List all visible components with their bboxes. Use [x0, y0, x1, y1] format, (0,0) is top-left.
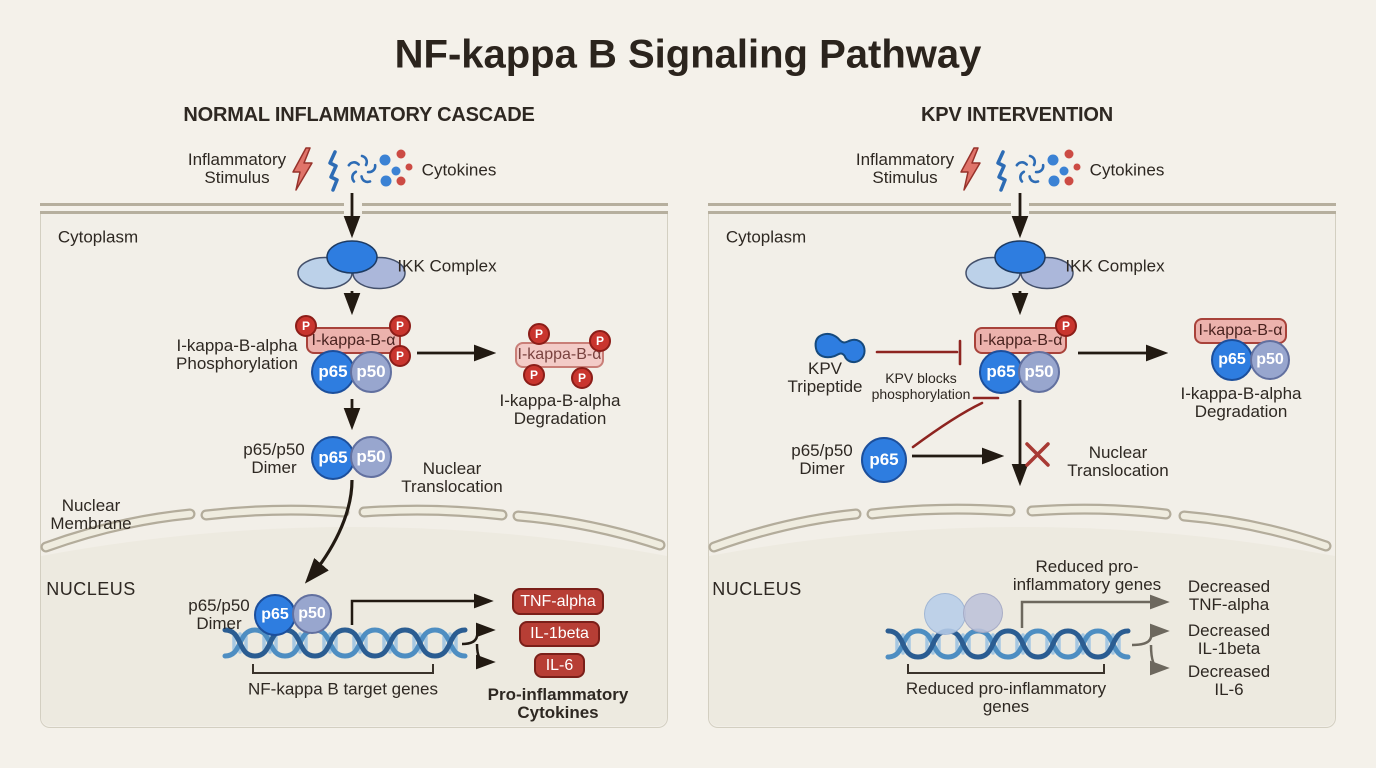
cell-membrane-line	[1029, 211, 1336, 214]
cytoplasm-label: Cytoplasm	[725, 227, 807, 247]
cytokines-label: Cytokines	[1089, 160, 1165, 180]
cell-membrane-line	[362, 211, 668, 214]
cytokine-dots-icon	[379, 149, 413, 187]
dimer-label: p65/p50 Dimer	[243, 440, 305, 477]
kpv-inhibition-lines	[875, 339, 1000, 449]
nuclear-membrane-label: Nuclear Membrane	[50, 496, 132, 533]
il-1beta-box: IL-1beta	[519, 621, 600, 647]
phospho-p-badge: P	[295, 315, 317, 337]
zigzag-stress-icon	[996, 150, 1007, 192]
tnf-alpha-box: TNF-alpha	[512, 588, 604, 615]
left-nucleus-region	[41, 527, 667, 726]
target-genes-label: NF-kappa B target genes	[248, 679, 438, 699]
nuclear-translocation-label: Nuclear Translocation	[1067, 443, 1169, 480]
p65-subunit: p65	[979, 350, 1023, 394]
target-genes-bracket	[252, 664, 434, 674]
decreased-tnf-label: Decreased TNF-alpha	[1187, 577, 1271, 614]
left-nuclear-membrane	[40, 504, 666, 553]
reduced-genes-bracket	[907, 664, 1105, 674]
phosphorylation-label: I-kappa-B-alpha Phosphorylation	[176, 336, 298, 373]
degradation-label: I-kappa-B-alpha Degradation	[499, 391, 621, 428]
degradation-label: I-kappa-B-alpha Degradation	[1180, 384, 1302, 421]
right-nuclear-membrane	[708, 503, 1332, 553]
ikb-alpha-box: I-kappa-B-α	[306, 327, 401, 354]
phospho-p-badge: P	[389, 345, 411, 367]
pro-inflammatory-cytokines-label: Pro-inflammatory Cytokines	[487, 685, 629, 722]
ikk-complex-label: IKK Complex	[397, 256, 497, 276]
p50-subunit: p50	[350, 351, 392, 393]
kpv-tripeptide-shape	[814, 332, 866, 364]
faded-p50-circle	[963, 593, 1003, 633]
ikk-complex-shape	[297, 240, 406, 290]
burst-icon	[347, 154, 377, 184]
phospho-p-badge: P	[389, 315, 411, 337]
cell-membrane-line	[40, 211, 344, 214]
cell-membrane-line	[1029, 203, 1336, 206]
cell-membrane-line	[708, 211, 1011, 214]
ikk-complex-shape	[965, 240, 1074, 290]
ikb-alpha-box: I-kappa-B-α	[974, 327, 1067, 354]
decreased-il1beta-label: Decreased IL-1beta	[1187, 621, 1271, 658]
p65-subunit: p65	[861, 437, 907, 483]
p65-subunit: p65	[311, 436, 355, 480]
p65-subunit: p65	[1211, 339, 1253, 381]
nuclear-dimer-label: p65/p50 Dimer	[188, 596, 250, 633]
left-panel-header: NORMAL INFLAMMATORY CASCADE	[183, 104, 535, 126]
faded-p65-circle	[924, 593, 966, 635]
p50-subunit: p50	[1250, 340, 1290, 380]
left-arrows	[304, 193, 497, 670]
lightning-bolt-icon	[292, 147, 313, 191]
cell-membrane-line	[40, 203, 344, 206]
p50-subunit: p50	[292, 594, 332, 634]
dimer-label: p65/p50 Dimer	[791, 441, 853, 478]
inflammatory-stimulus-label: Inflammatory Stimulus	[187, 150, 287, 187]
blocked-x-icon	[1025, 442, 1050, 467]
zigzag-stress-icon	[328, 150, 339, 192]
ikk-complex-label: IKK Complex	[1065, 256, 1165, 276]
cytokine-dots-icon	[1047, 149, 1081, 187]
cell-membrane-line	[362, 203, 668, 206]
cytoplasm-label: Cytoplasm	[57, 227, 139, 247]
inflammatory-stimulus-label: Inflammatory Stimulus	[855, 150, 955, 187]
right-panel-header: KPV INTERVENTION	[920, 104, 1114, 126]
right-arrows	[912, 193, 1169, 487]
reduced-genes-bottom-label: Reduced pro-inflammatory genes	[905, 679, 1107, 716]
kpv-blocks-label: KPV blocks phosphorylation	[871, 370, 971, 402]
p65-subunit: p65	[311, 350, 355, 394]
reduced-genes-top-label: Reduced pro- inflammatory genes	[1012, 557, 1162, 594]
decreased-il6-label: Decreased IL-6	[1187, 662, 1271, 699]
phospho-p-badge: P	[528, 323, 550, 345]
cell-membrane-line	[708, 203, 1011, 206]
cytokines-label: Cytokines	[421, 160, 497, 180]
phospho-p-badge: P	[523, 364, 545, 386]
nucleus-label: NUCLEUS	[712, 579, 802, 600]
phospho-p-badge: P	[1055, 315, 1077, 337]
phospho-p-badge: P	[571, 367, 593, 389]
nuclear-translocation-label: Nuclear Translocation	[401, 459, 503, 496]
il-6-box: IL-6	[534, 653, 585, 678]
p65-subunit: p65	[254, 594, 296, 636]
page-title: NF-kappa B Signaling Pathway	[394, 32, 982, 77]
kpv-tripeptide-label: KPV Tripeptide	[787, 359, 863, 396]
p50-subunit: p50	[350, 436, 392, 478]
p50-subunit: p50	[1018, 351, 1060, 393]
degraded-ikb-alpha-box: I-kappa-B-α	[515, 342, 604, 368]
burst-icon	[1015, 154, 1045, 184]
nucleus-label: NUCLEUS	[46, 579, 136, 600]
phospho-p-badge: P	[589, 330, 611, 352]
reduced-output-arrows	[1020, 594, 1170, 676]
lightning-bolt-icon	[960, 147, 981, 191]
